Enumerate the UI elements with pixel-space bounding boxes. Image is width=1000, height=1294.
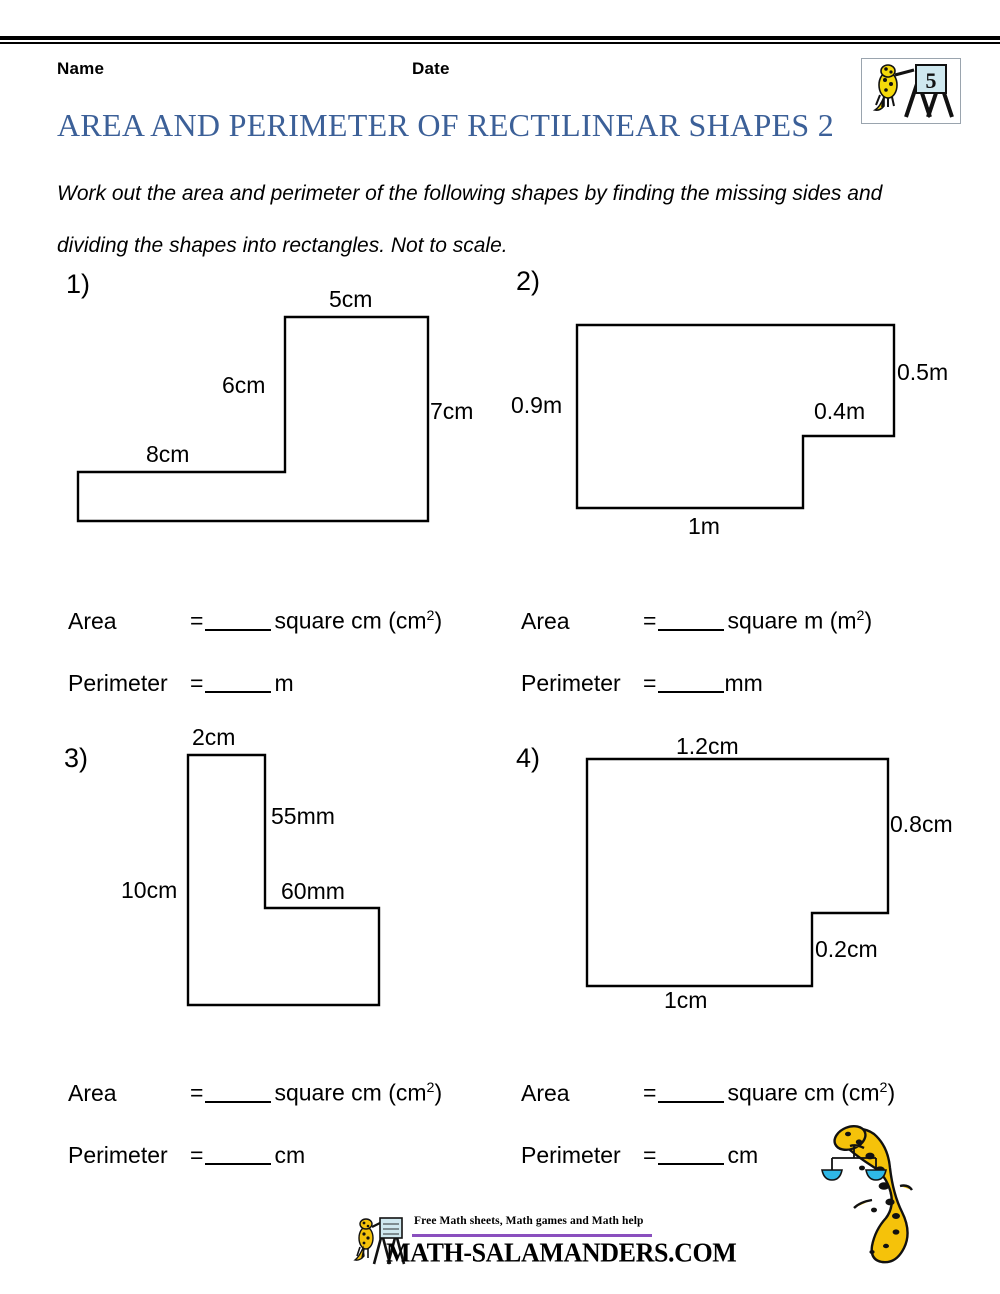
header-rule-thick xyxy=(0,36,1000,40)
dimension-label-4-d: 1cm xyxy=(664,987,708,1013)
salamander-easel-icon: 5 xyxy=(872,64,954,118)
footer-domain-text[interactable]: MATH-SALAMANDERS.COM xyxy=(386,1237,737,1268)
area-label-3: Area xyxy=(68,1079,117,1106)
dimension-label-4-c: 0.2cm xyxy=(815,936,878,962)
area-unit-close-4: ) xyxy=(887,1079,896,1106)
area-unit-2: square m (m xyxy=(727,607,857,634)
salamander-scales-icon xyxy=(812,1112,962,1267)
dimension-label-2-a: 0.5m xyxy=(897,359,949,385)
perimeter-row-3: Perimeter = cm xyxy=(68,1124,442,1186)
answer-block-4: Area = square cm (cm2) Perimeter = cm xyxy=(521,1057,895,1186)
area-answer-blank-2[interactable] xyxy=(658,609,725,631)
area-unit-exponent-3: 2 xyxy=(426,1080,435,1096)
dimension-label-3-b: 55mm xyxy=(271,803,335,829)
shape-figure-2 xyxy=(575,323,896,510)
perimeter-unit-3: cm xyxy=(274,1141,306,1168)
perimeter-unit-2: mm xyxy=(724,669,763,696)
instructions-text: Work out the area and perimeter of the f… xyxy=(57,182,883,257)
answer-block-2: Area = square m (m2) Perimeter = mm xyxy=(521,585,872,714)
area-unit-4: square cm (cm xyxy=(727,1079,880,1106)
area-equals-4: = xyxy=(643,1079,657,1106)
dimension-label-2-d: 1m xyxy=(688,513,720,539)
area-label-1: Area xyxy=(68,607,117,634)
dimension-label-1-a: 5cm xyxy=(329,286,373,312)
shape-figure-4 xyxy=(585,757,890,988)
date-label: Date xyxy=(412,59,450,78)
area-unit-exponent-1: 2 xyxy=(426,608,435,624)
perimeter-label-1: Perimeter xyxy=(68,669,168,696)
perimeter-equals-4: = xyxy=(643,1141,657,1168)
perimeter-label-2: Perimeter xyxy=(521,669,621,696)
perimeter-label-3: Perimeter xyxy=(68,1141,168,1168)
footer-logo: Free Math sheets, Math games and Math he… xyxy=(352,1212,737,1274)
perimeter-unit-1: m xyxy=(274,669,294,696)
perimeter-equals-3: = xyxy=(190,1141,204,1168)
shape-figure-3 xyxy=(186,753,381,1007)
area-row-2: Area = square m (m2) xyxy=(521,585,872,652)
area-row-3: Area = square cm (cm2) xyxy=(68,1057,442,1124)
perimeter-answer-blank-4[interactable] xyxy=(658,1143,725,1165)
dimension-label-2-c: 0.4m xyxy=(814,398,866,424)
question-number-1: 1) xyxy=(66,269,91,299)
header-rule xyxy=(0,36,1000,46)
shape-figure-1 xyxy=(76,315,430,523)
dimension-label-1-d: 8cm xyxy=(146,441,190,467)
answer-block-3: Area = square cm (cm2) Perimeter = cm xyxy=(68,1057,442,1186)
dimension-label-1-b: 6cm xyxy=(222,372,266,398)
footer-tagline: Free Math sheets, Math games and Math he… xyxy=(414,1215,644,1227)
area-answer-blank-1[interactable] xyxy=(205,609,272,631)
perimeter-answer-blank-1[interactable] xyxy=(205,671,272,693)
area-row-4: Area = square cm (cm2) xyxy=(521,1057,895,1124)
dimension-label-3-c: 10cm xyxy=(121,877,178,903)
area-label-4: Area xyxy=(521,1079,570,1106)
grade-number: 5 xyxy=(926,68,937,93)
dimension-label-1-c: 7cm xyxy=(430,398,474,424)
dimension-label-4-b: 0.8cm xyxy=(890,811,953,837)
perimeter-unit-4: cm xyxy=(727,1141,759,1168)
perimeter-answer-blank-3[interactable] xyxy=(205,1143,272,1165)
area-equals-2: = xyxy=(643,607,657,634)
dimension-label-4-a: 1.2cm xyxy=(676,733,739,759)
area-answer-blank-4[interactable] xyxy=(658,1081,725,1103)
area-row-1: Area = square cm (cm2) xyxy=(68,585,442,652)
area-unit-close-2: ) xyxy=(864,607,873,634)
dimension-label-3-d: 60mm xyxy=(281,878,345,904)
question-number-4: 4) xyxy=(516,743,541,773)
area-unit-close-1: ) xyxy=(434,607,443,634)
area-label-2: Area xyxy=(521,607,570,634)
area-unit-exponent-4: 2 xyxy=(879,1080,888,1096)
area-equals-1: = xyxy=(190,607,204,634)
perimeter-row-4: Perimeter = cm xyxy=(521,1124,895,1186)
perimeter-label-4: Perimeter xyxy=(521,1141,621,1168)
area-unit-close-3: ) xyxy=(434,1079,443,1106)
dimension-label-3-a: 2cm xyxy=(192,724,236,750)
salamander-easel-icon-footer xyxy=(352,1214,408,1272)
perimeter-row-1: Perimeter = m xyxy=(68,652,442,714)
area-equals-3: = xyxy=(190,1079,204,1106)
question-number-2: 2) xyxy=(516,266,541,296)
area-answer-blank-3[interactable] xyxy=(205,1081,272,1103)
perimeter-row-2: Perimeter = mm xyxy=(521,652,872,714)
header-rule-thin xyxy=(0,42,1000,44)
question-number-3: 3) xyxy=(64,743,89,773)
grade-badge: 5 xyxy=(861,58,961,124)
perimeter-equals-2: = xyxy=(643,669,657,696)
page-title: AREA AND PERIMETER OF RECTILINEAR SHAPES… xyxy=(57,107,835,143)
area-unit-exponent-2: 2 xyxy=(856,608,865,624)
footer-underline xyxy=(412,1234,652,1237)
area-unit-1: square cm (cm xyxy=(274,607,427,634)
name-label: Name xyxy=(57,59,105,78)
perimeter-answer-blank-2[interactable] xyxy=(658,671,725,693)
perimeter-equals-1: = xyxy=(190,669,204,696)
area-unit-3: square cm (cm xyxy=(274,1079,427,1106)
dimension-label-2-b: 0.9m xyxy=(511,392,563,418)
answer-block-1: Area = square cm (cm2) Perimeter = m xyxy=(68,585,442,714)
